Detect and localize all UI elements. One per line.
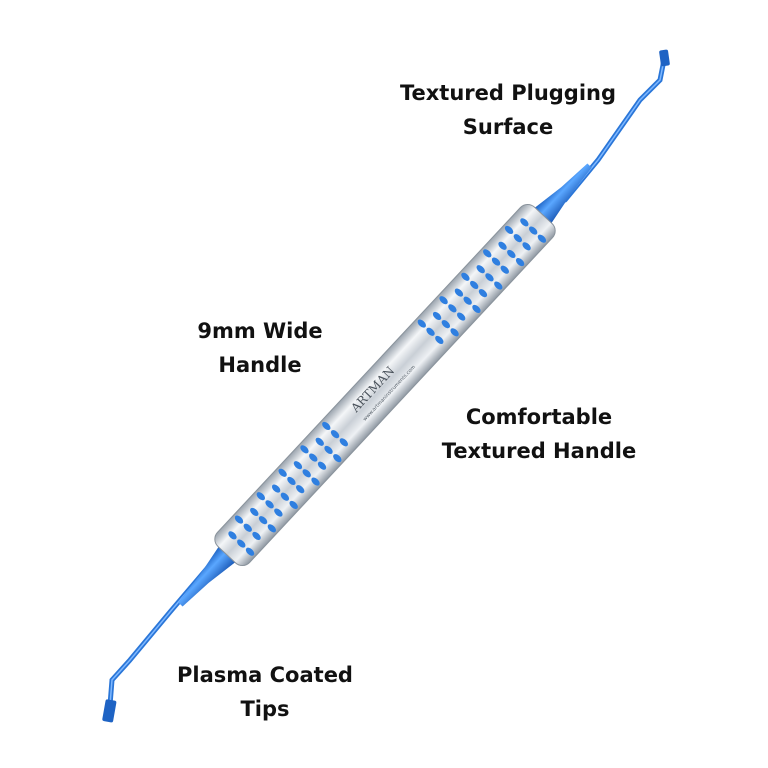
callout-line: Handle <box>218 353 302 377</box>
upper-textured-grip <box>417 218 547 344</box>
callout-line: Surface <box>462 115 554 139</box>
steel-handle-body <box>214 203 556 567</box>
lower-ferrule <box>178 543 239 607</box>
callout-line: Comfortable <box>465 405 613 429</box>
callout-comfortable-textured-handle: Comfortable Textured Handle <box>422 400 656 468</box>
callout-line: Textured Handle <box>441 439 637 463</box>
callout-9mm-wide-handle: 9mm Wide Handle <box>170 314 350 382</box>
upper-ferrule <box>531 163 592 227</box>
callout-plasma-coated-tips: Plasma Coated Tips <box>160 658 370 726</box>
lower-textured-grip <box>228 421 349 556</box>
callout-line: 9mm Wide <box>197 319 323 343</box>
callout-line: Plasma Coated <box>177 663 353 687</box>
instrument-handle: ARTMAN www.artmaninstruments.com <box>178 163 592 607</box>
callout-line: Tips <box>240 697 290 721</box>
callout-textured-plugging-surface: Textured Plugging Surface <box>398 76 618 144</box>
callout-line: Textured Plugging <box>399 81 617 105</box>
